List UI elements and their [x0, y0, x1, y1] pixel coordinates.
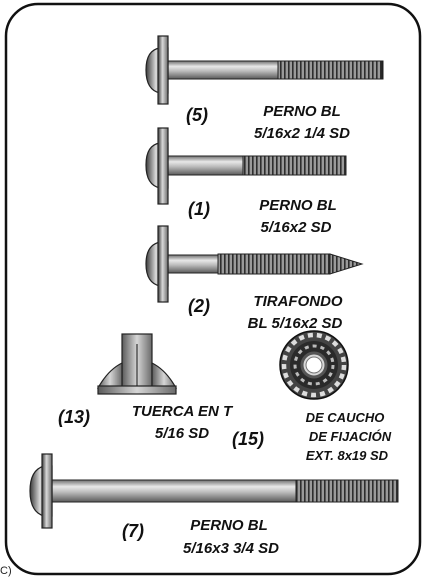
part-name-15-line2: DE FIJACIÓN — [308, 429, 392, 444]
part-name-2-line1: TIRAFONDO — [253, 293, 343, 310]
corner-label: C) — [0, 565, 12, 577]
bolt-5-icon — [145, 35, 384, 105]
part-number-2: (2) — [188, 296, 210, 316]
part-number-1: (1) — [188, 199, 210, 219]
frame-border — [4, 2, 422, 576]
part-name-15-line3: EXT. 8x19 SD — [305, 448, 389, 463]
part-name-1-line2: 5/16x2 SD — [260, 219, 332, 236]
part-name-2-line2: BL 5/16x2 SD — [247, 315, 343, 332]
bolt-1-icon — [145, 127, 347, 205]
lag-screw-2-icon — [145, 225, 364, 303]
part-number-13: (13) — [58, 407, 91, 427]
part-name-13-line1: TUERCA EN T — [131, 403, 233, 420]
part-number-5: (5) — [186, 105, 208, 125]
t-nut-13-icon — [96, 333, 178, 395]
part-name-7-line1: PERNO BL — [190, 517, 268, 534]
part-name-1-line1: PERNO BL — [259, 197, 337, 214]
part-name-5-line2: 5/16x2 1/4 SD — [254, 125, 350, 142]
part-name-13-line2: 5/16 SD — [154, 425, 210, 442]
bolt-7-icon — [29, 453, 399, 529]
rubber-washer-15-icon — [279, 330, 349, 400]
part-number-15: (15) — [232, 429, 265, 449]
part-name-5-line1: PERNO BL — [263, 103, 341, 120]
part-name-15-line1: DE CAUCHO — [305, 410, 385, 425]
part-name-7-line2: 5/16x3 3/4 SD — [183, 540, 279, 557]
part-number-7: (7) — [122, 521, 144, 541]
